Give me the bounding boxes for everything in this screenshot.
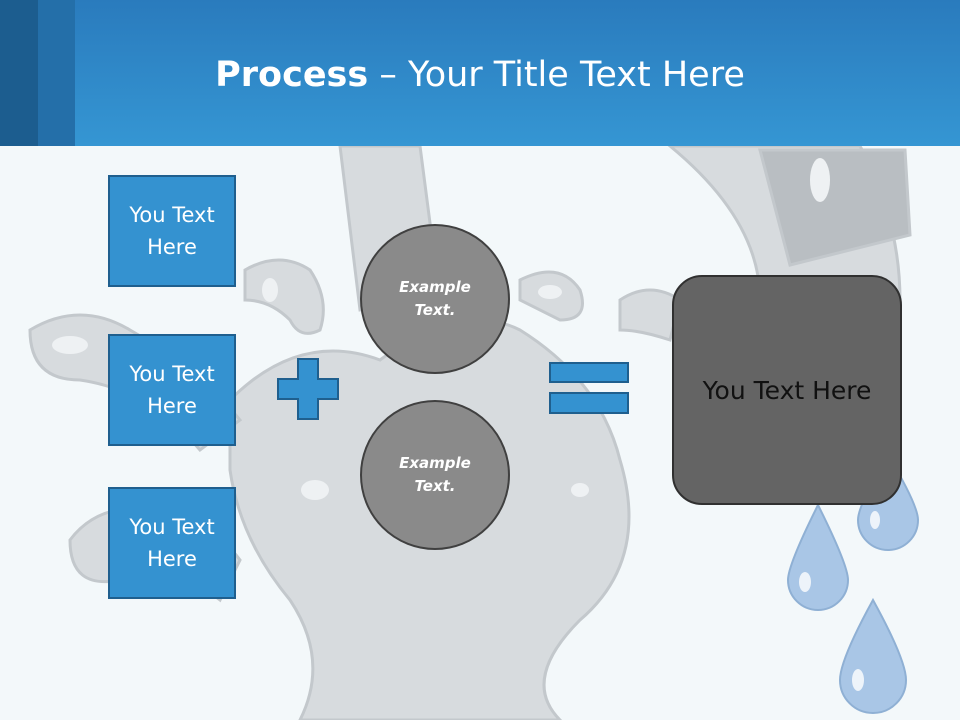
input-box-1[interactable]: You Text Here xyxy=(108,175,236,287)
result-label: You Text Here xyxy=(702,375,872,405)
equals-icon xyxy=(549,362,629,414)
input-box-label: You Text Here xyxy=(129,203,215,259)
input-box-label: You Text Here xyxy=(129,362,215,418)
input-box-2[interactable]: You Text Here xyxy=(108,334,236,446)
example-circle-1[interactable]: Example Text. xyxy=(360,224,510,374)
input-box-3[interactable]: You Text Here xyxy=(108,487,236,599)
plus-icon xyxy=(277,358,339,420)
title-bar: Process – Your Title Text Here xyxy=(0,0,960,146)
example-circle-2[interactable]: Example Text. xyxy=(360,400,510,550)
slide-title: Process – Your Title Text Here xyxy=(0,52,960,98)
result-box[interactable]: You Text Here xyxy=(672,275,902,505)
title-rest: – Your Title Text Here xyxy=(368,55,745,95)
input-box-label: You Text Here xyxy=(129,515,215,571)
header-stripe xyxy=(0,0,38,146)
title-bold: Process xyxy=(215,55,369,95)
circle-label: Example Text. xyxy=(399,278,471,319)
circle-label: Example Text. xyxy=(399,454,471,495)
header-stripe xyxy=(38,0,75,146)
